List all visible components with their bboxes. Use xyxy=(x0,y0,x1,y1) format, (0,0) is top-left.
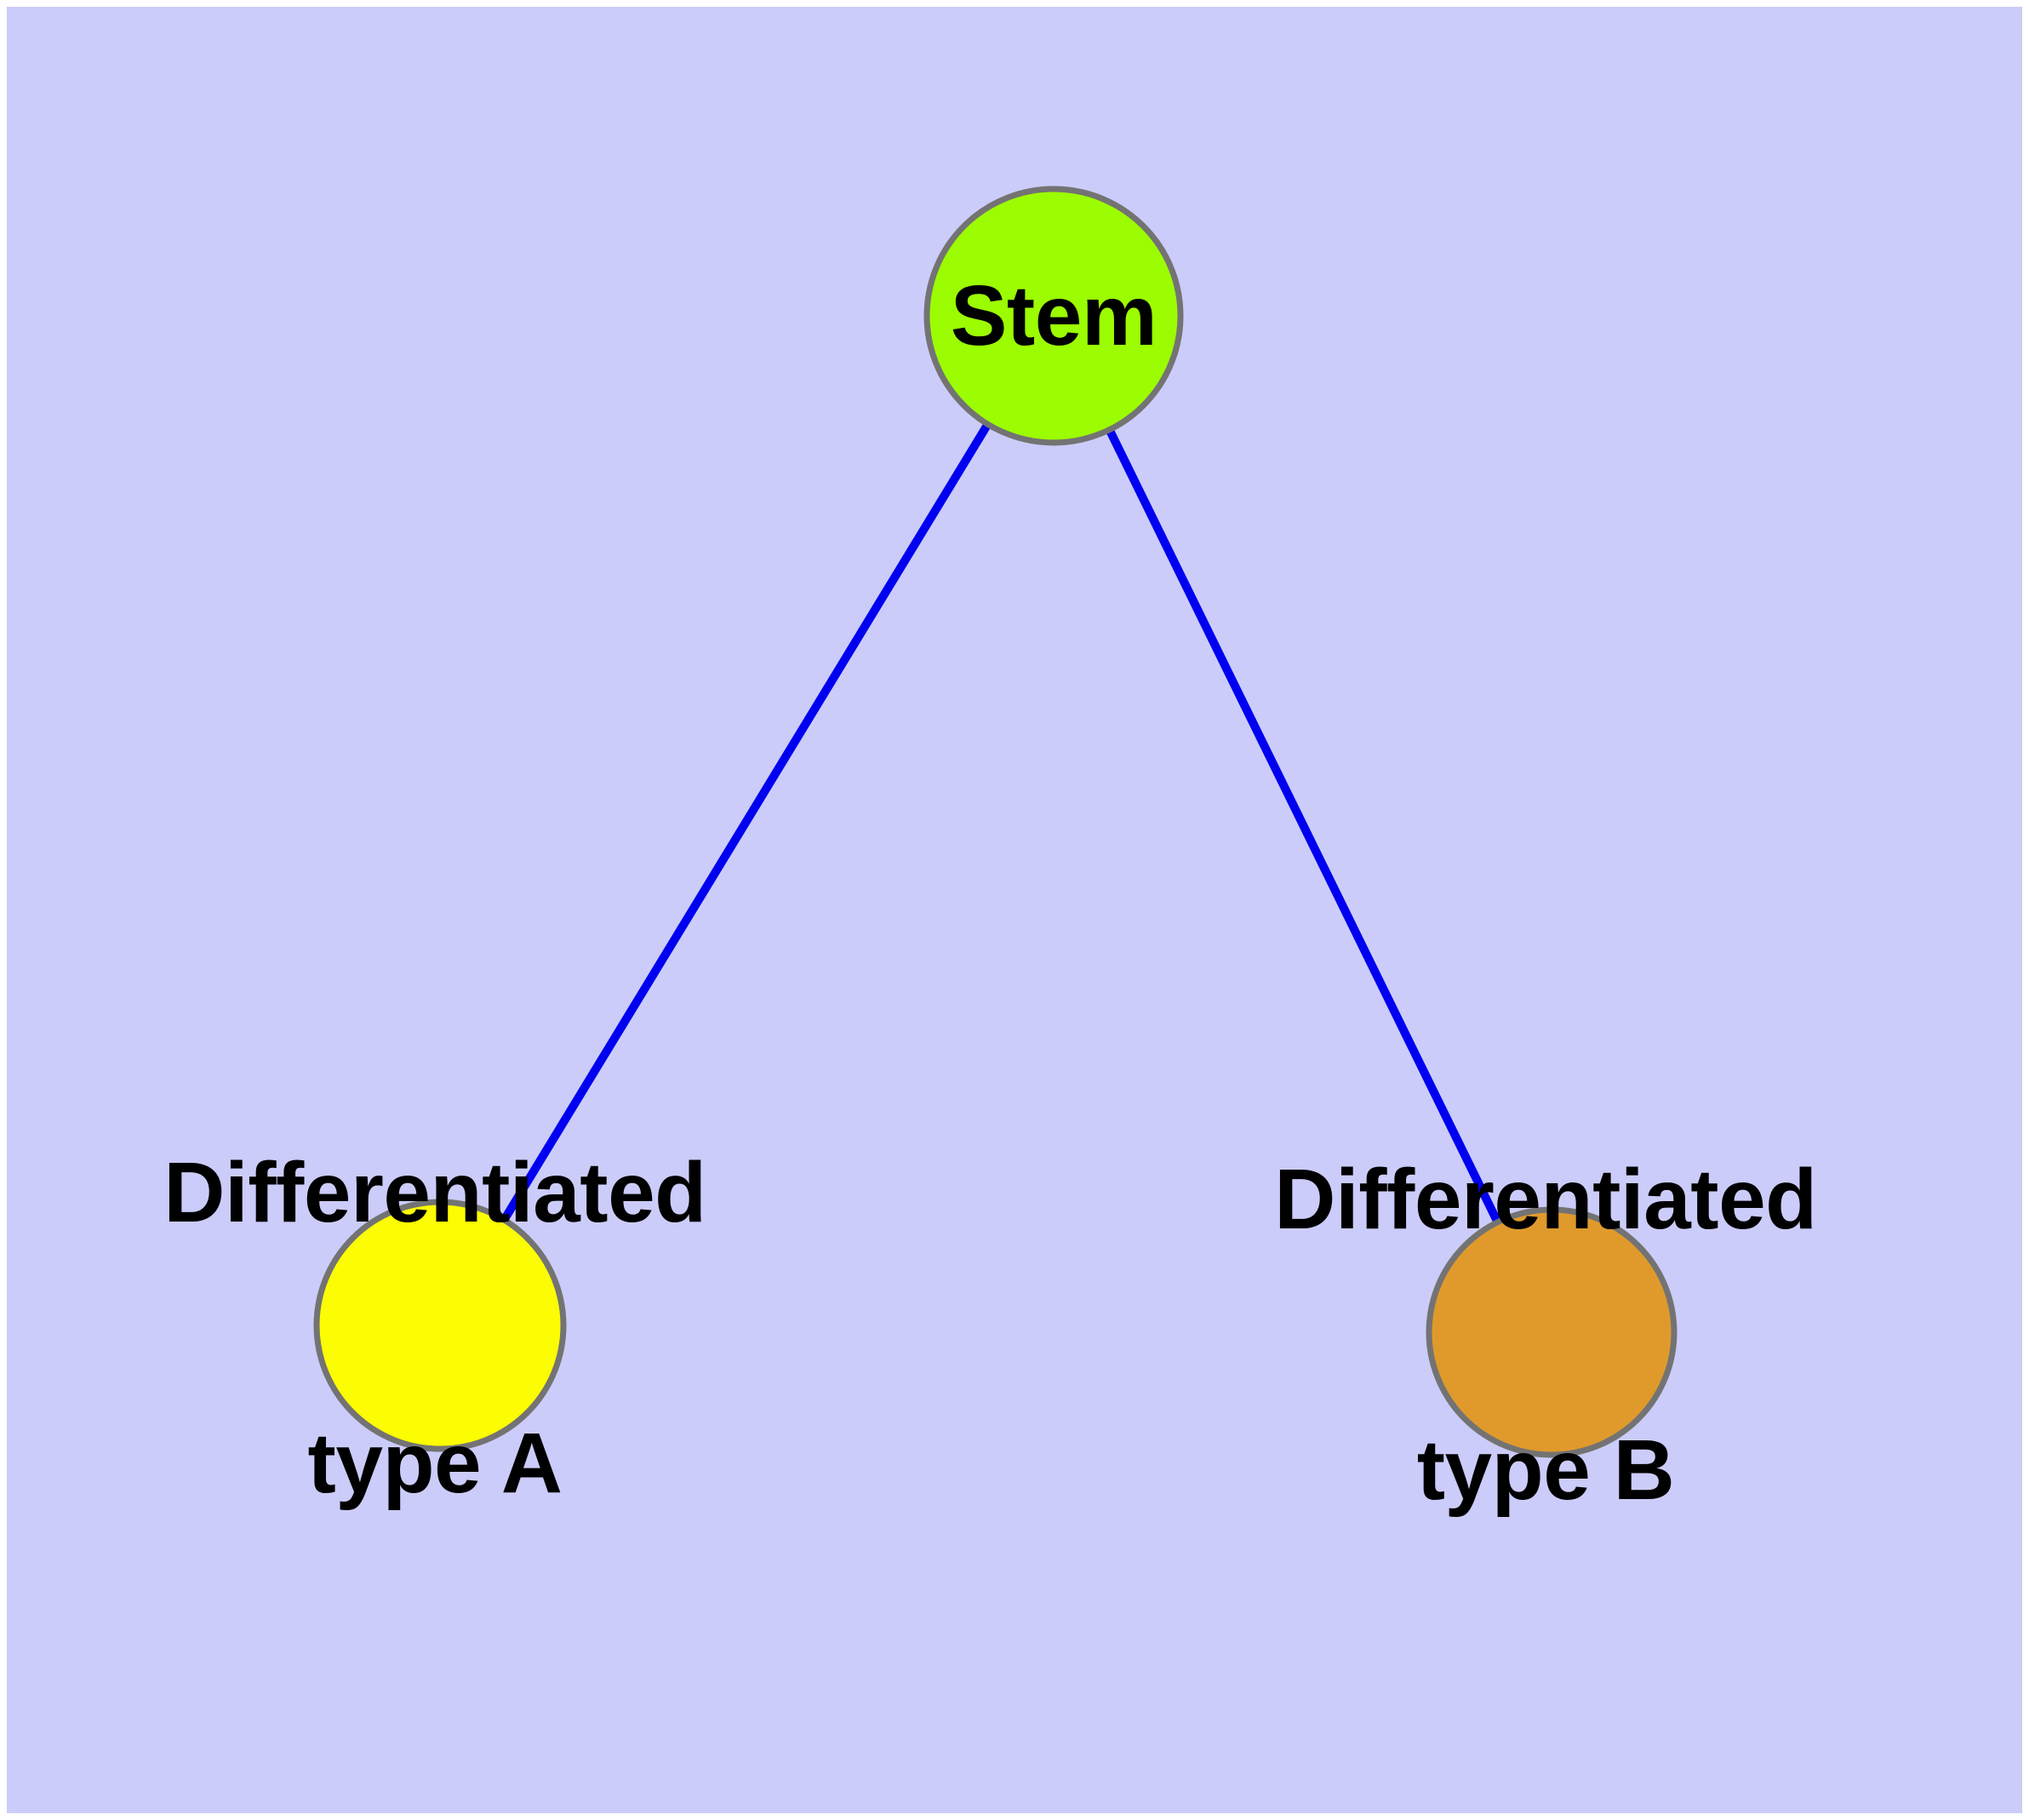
node-stem[interactable] xyxy=(923,186,1184,446)
node-differentiated-type-b[interactable] xyxy=(1426,1206,1677,1458)
edge-stem-to-differentiated-type-a[interactable] xyxy=(436,313,1058,1328)
edge-stem-to-differentiated-type-b[interactable] xyxy=(1049,313,1556,1335)
edge-group xyxy=(436,313,1556,1335)
node-group xyxy=(313,186,1677,1458)
node-differentiated-type-a[interactable] xyxy=(313,1199,567,1452)
